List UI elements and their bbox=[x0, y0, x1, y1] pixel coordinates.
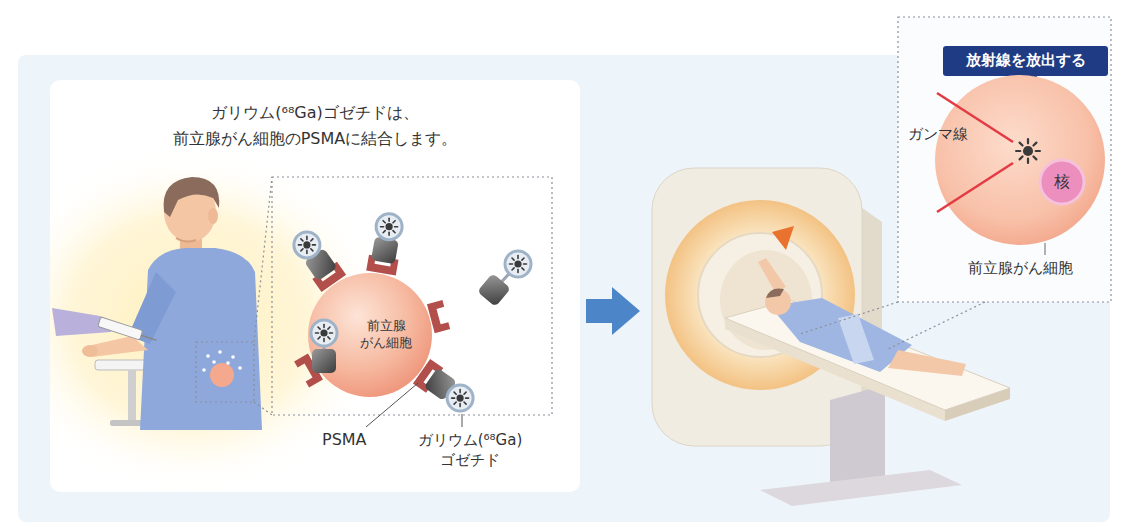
part-label: ガリウム(⁶⁸Ga) ゴゼチド bbox=[400, 430, 540, 471]
badge-text: 放射線を放出する bbox=[966, 51, 1086, 71]
part-label: PSMA bbox=[322, 430, 367, 451]
nucleus: 核 bbox=[1038, 158, 1086, 206]
emission-badge: 放射線を放出する bbox=[943, 46, 1108, 76]
panel-caption: ガリウム(⁶⁸Ga)ゴゼチドは、 前立腺がん細胞のPSMAに結合します。 bbox=[150, 100, 480, 151]
ray-label: ガンマ線 bbox=[908, 125, 968, 145]
cell-heading: 前立腺がん細胞 bbox=[935, 259, 1105, 279]
nucleus-label: 核 bbox=[1054, 172, 1070, 191]
drug-molecules bbox=[294, 214, 531, 411]
patient-figure bbox=[52, 177, 272, 430]
cell-label: 前立腺 がん細胞 bbox=[348, 318, 424, 352]
cancer-cell-large: 前立腺がん細胞核 bbox=[935, 75, 1105, 245]
cancer-cell: 前立腺 がん細胞 bbox=[308, 273, 432, 397]
panel: ガリウム(⁶⁸Ga)ゴゼチドは、 前立腺がん細胞のPSMAに結合します。前立腺 … bbox=[50, 80, 580, 492]
cell-large-shape bbox=[935, 75, 1105, 245]
